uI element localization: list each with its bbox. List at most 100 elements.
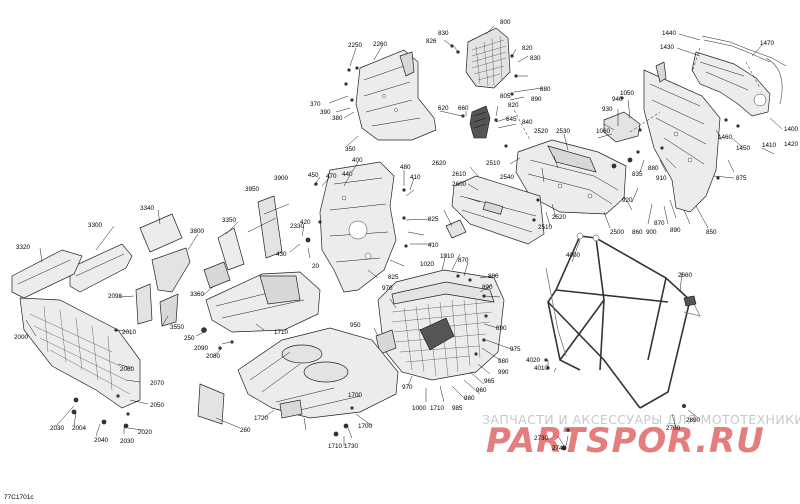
clip-2610 [445, 219, 467, 239]
roll-cage-2660 [545, 232, 701, 409]
part-label: 2520 [534, 128, 549, 135]
rear-panel-850 [643, 61, 721, 213]
part-label: 2510 [538, 224, 553, 231]
part-label: 826 [426, 38, 437, 45]
part-label: 980 [498, 358, 509, 365]
part-label: 890 [670, 227, 681, 234]
part-label: 845 [506, 116, 517, 123]
side-panel-350 [355, 49, 437, 141]
storage-box-1000 [375, 269, 505, 381]
part-label: 2610 [452, 171, 467, 178]
part-label: 2700 [666, 425, 681, 432]
bracket-660 [469, 105, 491, 139]
part-label: 980 [464, 395, 475, 402]
part-label: 470 [326, 173, 337, 180]
air-intake-1400 [691, 35, 787, 117]
fasteners [71, 44, 740, 451]
part-label: 3550 [170, 324, 185, 331]
part-label: 400 [352, 157, 363, 164]
part-label: 970 [382, 285, 393, 292]
part-label: 4000 [566, 252, 581, 259]
part-label: 2730 [534, 435, 549, 442]
part-label: 260 [240, 427, 251, 434]
part-label: 875 [736, 175, 747, 182]
part-label: 2020 [138, 429, 153, 436]
part-label: 4020 [526, 357, 541, 364]
part-label: 3950 [245, 186, 260, 193]
part-label: 4010 [534, 365, 549, 372]
part-label: 1730 [344, 443, 359, 450]
part-label: 1060 [596, 128, 611, 135]
part-label: 620 [438, 105, 449, 112]
part-label: 2000 [14, 334, 29, 341]
part-label: 1420 [784, 141, 799, 148]
part-label: 3300 [88, 222, 103, 229]
part-label: 3900 [274, 175, 289, 182]
part-label: 1460 [718, 134, 733, 141]
part-label: 880 [648, 165, 659, 172]
part-label: 900 [646, 229, 657, 236]
part-label: 370 [310, 101, 321, 108]
part-label: 410 [410, 174, 421, 181]
part-label: 820 [522, 45, 533, 52]
part-label: 975 [510, 346, 521, 353]
part-label: 1440 [662, 30, 677, 37]
part-label: 1020 [420, 261, 435, 268]
part-label: 2004 [72, 425, 87, 432]
part-label: 1710 [328, 443, 343, 450]
part-label: 430 [276, 251, 287, 258]
part-label: 1700 [348, 392, 363, 399]
part-label: 800 [500, 19, 511, 26]
part-label: 870 [654, 220, 665, 227]
part-label: 1430 [660, 44, 675, 51]
part-label: 2330 [290, 223, 305, 230]
part-label: 1470 [760, 40, 775, 47]
trim-3300 [69, 243, 133, 293]
part-label: 835 [632, 171, 643, 178]
watermark-text-site: PARTSPOR.RU [486, 421, 765, 461]
part-label: 1000 [412, 405, 427, 412]
part-label: 880 [540, 86, 551, 93]
watermark-text-top: ЗАПЧАСТИ И АКСЕССУАРЫ ДЛЯ МОТОТЕХНИКИ [482, 412, 800, 427]
part-label: 2260 [373, 41, 388, 48]
part-label: 2740 [552, 445, 567, 452]
part-label: 2030 [50, 425, 65, 432]
cover-2600 [451, 175, 545, 245]
part-label: 2540 [500, 174, 515, 181]
part-label: 2090 [194, 345, 209, 352]
part-label: 2070 [150, 380, 165, 387]
part-label: 2660 [678, 272, 693, 279]
part-label: 860 [632, 229, 643, 236]
part-label: 805 [500, 93, 511, 100]
part-label: 1710 [274, 329, 289, 336]
part-label: 1010 [440, 253, 455, 260]
part-drawings [11, 25, 787, 451]
grille-800 [465, 27, 511, 89]
part-label: 2040 [94, 437, 109, 444]
lower-side-panel-2000 [19, 297, 141, 409]
part-label: 1710 [430, 405, 445, 412]
leader-lines [25, 25, 783, 447]
trim-3320 [11, 249, 83, 299]
floor-pan-1700 [237, 327, 399, 419]
small-panels [135, 195, 283, 327]
part-label: 890 [531, 96, 542, 103]
part-label: 440 [342, 171, 353, 178]
part-label: 1410 [762, 142, 777, 149]
rear-tray-2500 [515, 139, 627, 215]
part-label: 20 [312, 263, 320, 270]
part-label: 2060 [120, 366, 135, 373]
part-label: 1700 [358, 423, 373, 430]
part-label: 660 [458, 105, 469, 112]
part-label: 2080 [206, 353, 221, 360]
part-label: 940 [612, 96, 623, 103]
part-label: 480 [400, 164, 411, 171]
part-label: 3360 [190, 291, 205, 298]
part-label: 965 [484, 378, 495, 385]
part-label: 1400 [784, 126, 799, 133]
part-label: 450 [308, 172, 319, 179]
part-label: 850 [706, 229, 717, 236]
mat-2004 [197, 383, 225, 425]
part-label: 880 [488, 273, 499, 280]
